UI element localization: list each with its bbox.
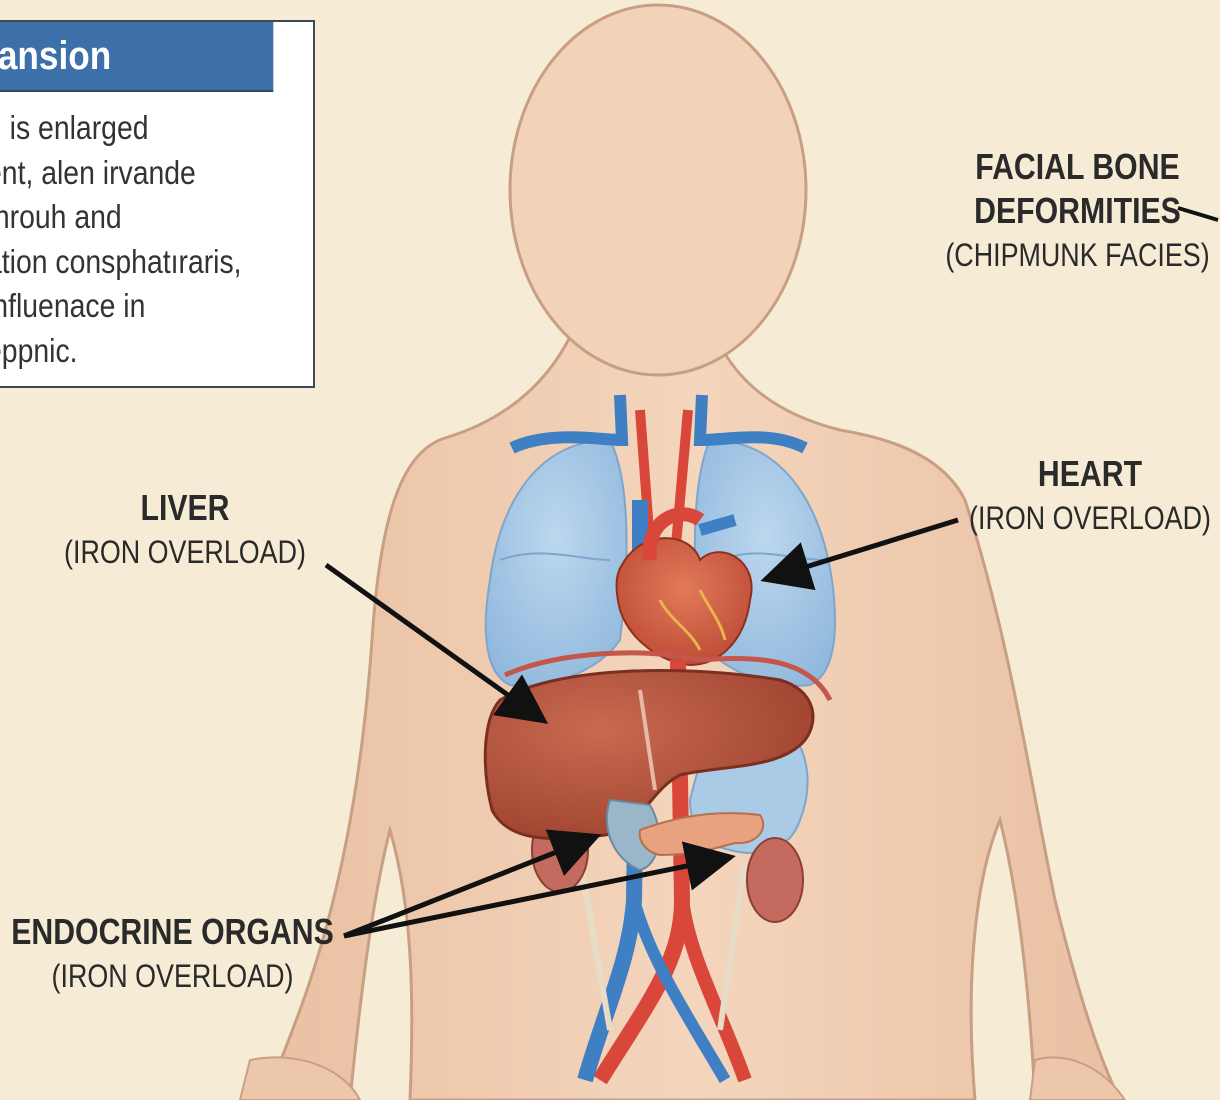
label-liver: LIVER (IRON OVERLOAD) (46, 486, 323, 574)
endocrine-label-sub: (IRON OVERLOAD) (2, 954, 342, 998)
facial-label-sub: (CHIPMUNK FACIES) (933, 233, 1220, 277)
info-box-line: eppnic. (0, 329, 270, 374)
info-box-line: ation consphatıraris, (0, 240, 270, 285)
label-heart: HEART (IRON OVERLOAD) (951, 452, 1220, 540)
heart-label-sub: (IRON OVERLOAD) (951, 496, 1220, 540)
info-box-line: influenace in (0, 284, 270, 329)
info-box-heading: ansion (0, 22, 273, 92)
label-endocrine-organs: ENDOCRINE ORGANS (IRON OVERLOAD) (2, 910, 342, 998)
info-box-line: ent, alen irvande (0, 151, 270, 196)
endocrine-label-title: ENDOCRINE ORGANS (2, 910, 342, 954)
info-box-line: throuh and (0, 195, 270, 240)
left-kidney (747, 838, 803, 922)
liver-label-sub: (IRON OVERLOAD) (46, 530, 323, 574)
label-facial-bone: FACIAL BONE DEFORMITIES (CHIPMUNK FACIES… (933, 145, 1220, 277)
head (510, 5, 806, 375)
liver-label-title: LIVER (46, 486, 323, 530)
heart-label-title: HEART (951, 452, 1220, 496)
facial-label-title-2: DEFORMITIES (933, 189, 1220, 233)
facial-label-title-1: FACIAL BONE (933, 145, 1220, 189)
info-box: ansion n is enlarged ent, alen irvande t… (0, 20, 315, 388)
info-box-text: n is enlarged ent, alen irvande throuh a… (0, 106, 270, 373)
info-box-line: n is enlarged (0, 106, 270, 151)
